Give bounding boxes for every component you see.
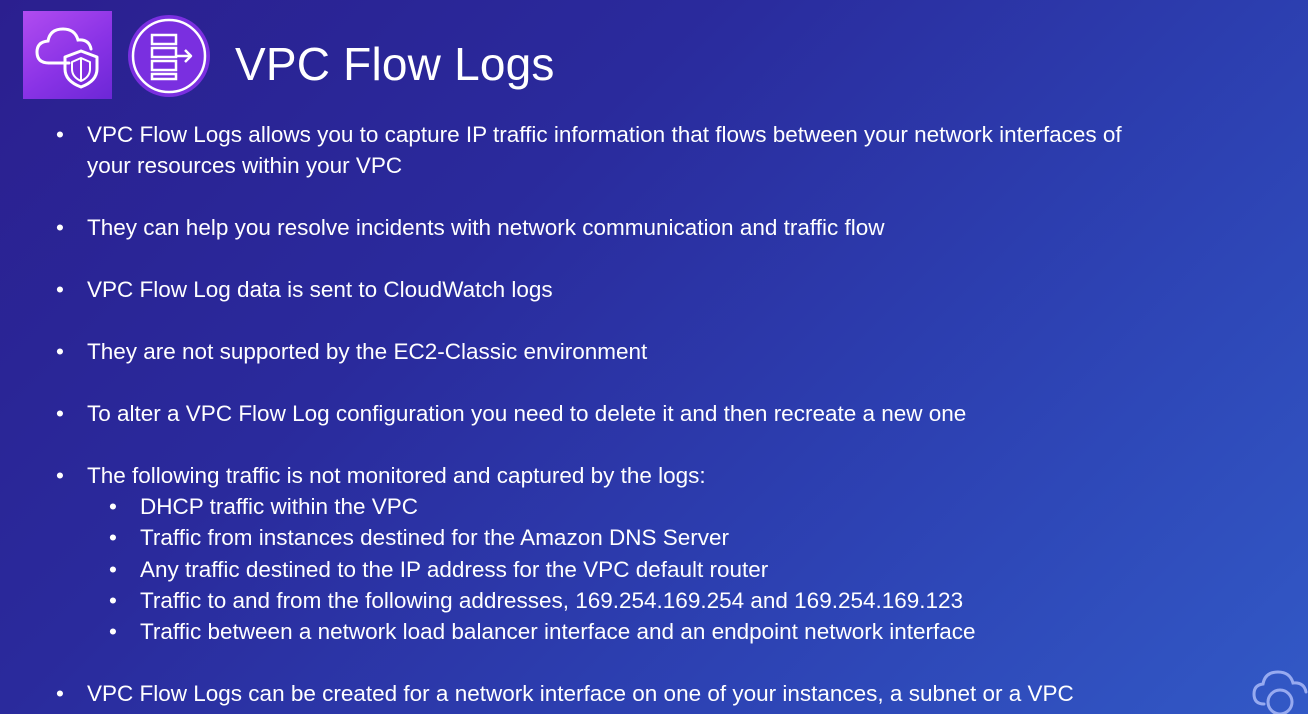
sub-bullet-item: • Traffic between a network load balance…	[109, 616, 1300, 648]
bullet-dot: •	[109, 525, 117, 550]
sub-bullet-text: Traffic from instances destined for the …	[140, 525, 729, 550]
bullet-dot: •	[109, 619, 117, 644]
sub-bullet-text: DHCP traffic within the VPC	[140, 494, 419, 519]
bullet-item: • VPC Flow Log data is sent to CloudWatc…	[56, 274, 1302, 306]
bullet-text: They can help you resolve incidents with…	[87, 215, 885, 240]
bullet-text: They are not supported by the EC2-Classi…	[87, 339, 648, 364]
bullet-dot: •	[56, 681, 64, 706]
bullet-text: VPC Flow Logs allows you to capture IP t…	[87, 122, 1122, 147]
page-title: VPC Flow Logs	[235, 38, 555, 90]
bullet-item: • They can help you resolve incidents wi…	[56, 212, 1302, 244]
bullet-dot: •	[56, 122, 64, 147]
sub-bullet-item: • Traffic from instances destined for th…	[109, 522, 1300, 554]
bullet-text: The following traffic is not monitored a…	[87, 463, 706, 488]
sub-bullet-text: Any traffic destined to the IP address f…	[140, 557, 769, 582]
cloud-shield-icon	[23, 11, 112, 99]
bullet-item: • They are not supported by the EC2-Clas…	[56, 336, 1302, 368]
sub-bullet-item: • DHCP traffic within the VPC	[109, 491, 1300, 523]
sub-bullet-item: • Any traffic destined to the IP address…	[109, 554, 1300, 586]
bullet-item-continuation: your resources within your VPC	[87, 150, 1302, 182]
bullet-dot: •	[56, 215, 64, 240]
bullet-text: VPC Flow Logs can be created for a netwo…	[87, 681, 1074, 706]
bullet-text: VPC Flow Log data is sent to CloudWatch …	[87, 277, 553, 302]
cloud-logo-icon	[1250, 664, 1308, 714]
bullet-dot: •	[109, 588, 117, 613]
flow-logs-icon	[128, 15, 210, 97]
bullet-dot: •	[109, 557, 117, 582]
bullet-item: • VPC Flow Logs can be created for a net…	[56, 678, 1302, 710]
bullet-dot: •	[56, 339, 64, 364]
bullet-dot: •	[109, 494, 117, 519]
bullet-dot: •	[56, 401, 64, 426]
bullet-dot: •	[56, 277, 64, 302]
bullet-text: your resources within your VPC	[87, 153, 403, 178]
sub-bullet-item: • Traffic to and from the following addr…	[109, 585, 1300, 617]
bullet-item: • To alter a VPC Flow Log configuration …	[56, 398, 1302, 430]
bullet-dot: •	[56, 463, 64, 488]
sub-bullet-text: Traffic to and from the following addres…	[140, 588, 964, 613]
bullet-item: • VPC Flow Logs allows you to capture IP…	[56, 119, 1302, 151]
sub-bullet-text: Traffic between a network load balancer …	[140, 619, 976, 644]
bullet-item: • The following traffic is not monitored…	[56, 460, 1302, 492]
bullet-text: To alter a VPC Flow Log configuration yo…	[87, 401, 967, 426]
